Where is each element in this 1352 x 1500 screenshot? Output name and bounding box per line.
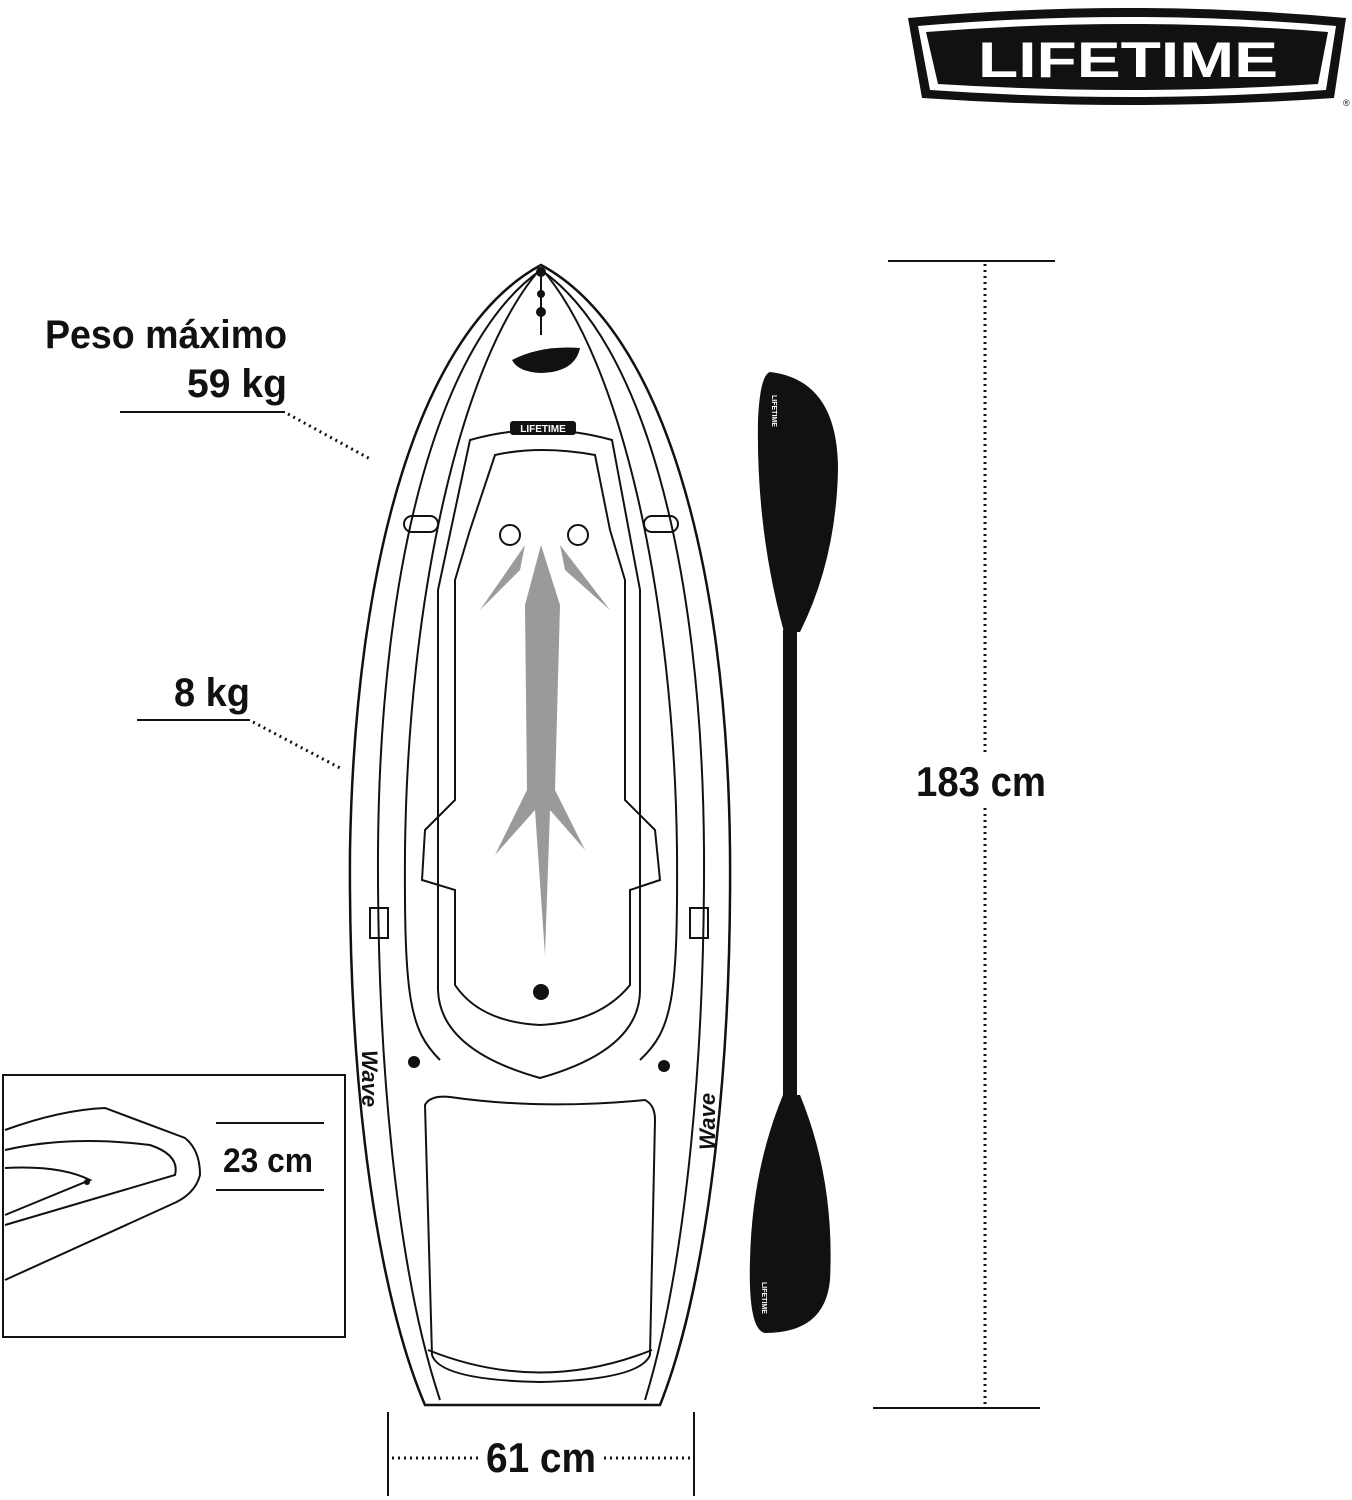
length-dimension: 183 cm	[873, 260, 1055, 1409]
kayak-weight-callout: 8 kg	[137, 671, 341, 770]
width-dimension: 61 cm	[387, 1412, 695, 1496]
paddle-logo-top: LIFETIME	[770, 395, 777, 427]
max-weight-title: Peso máximo	[45, 313, 287, 357]
paddle-logo-bottom: LIFETIME	[760, 1282, 767, 1314]
lifetime-logo: LIFETIME ®	[908, 8, 1350, 108]
max-weight-callout: Peso máximo 59 kg	[45, 313, 373, 462]
tracking-arrow	[480, 545, 610, 955]
length-label: 183 cm	[916, 758, 1046, 805]
max-weight-value: 59 kg	[187, 362, 287, 406]
kayak-weight-label: 8 kg	[174, 671, 250, 715]
depth-inset: 23 cm	[2, 1074, 346, 1338]
width-label: 61 cm	[486, 1434, 596, 1481]
registered-mark: ®	[1343, 98, 1350, 108]
kayak-top-view: LIFETIME Wave Wave	[348, 263, 732, 1407]
logo-text: LIFETIME	[978, 32, 1278, 88]
deck-logo: LIFETIME	[520, 424, 566, 435]
model-name-left: Wave	[357, 1050, 382, 1107]
depth-label: 23 cm	[223, 1142, 313, 1180]
model-name-right: Wave	[695, 1093, 720, 1150]
paddle: LIFETIME LIFETIME	[749, 372, 838, 1333]
